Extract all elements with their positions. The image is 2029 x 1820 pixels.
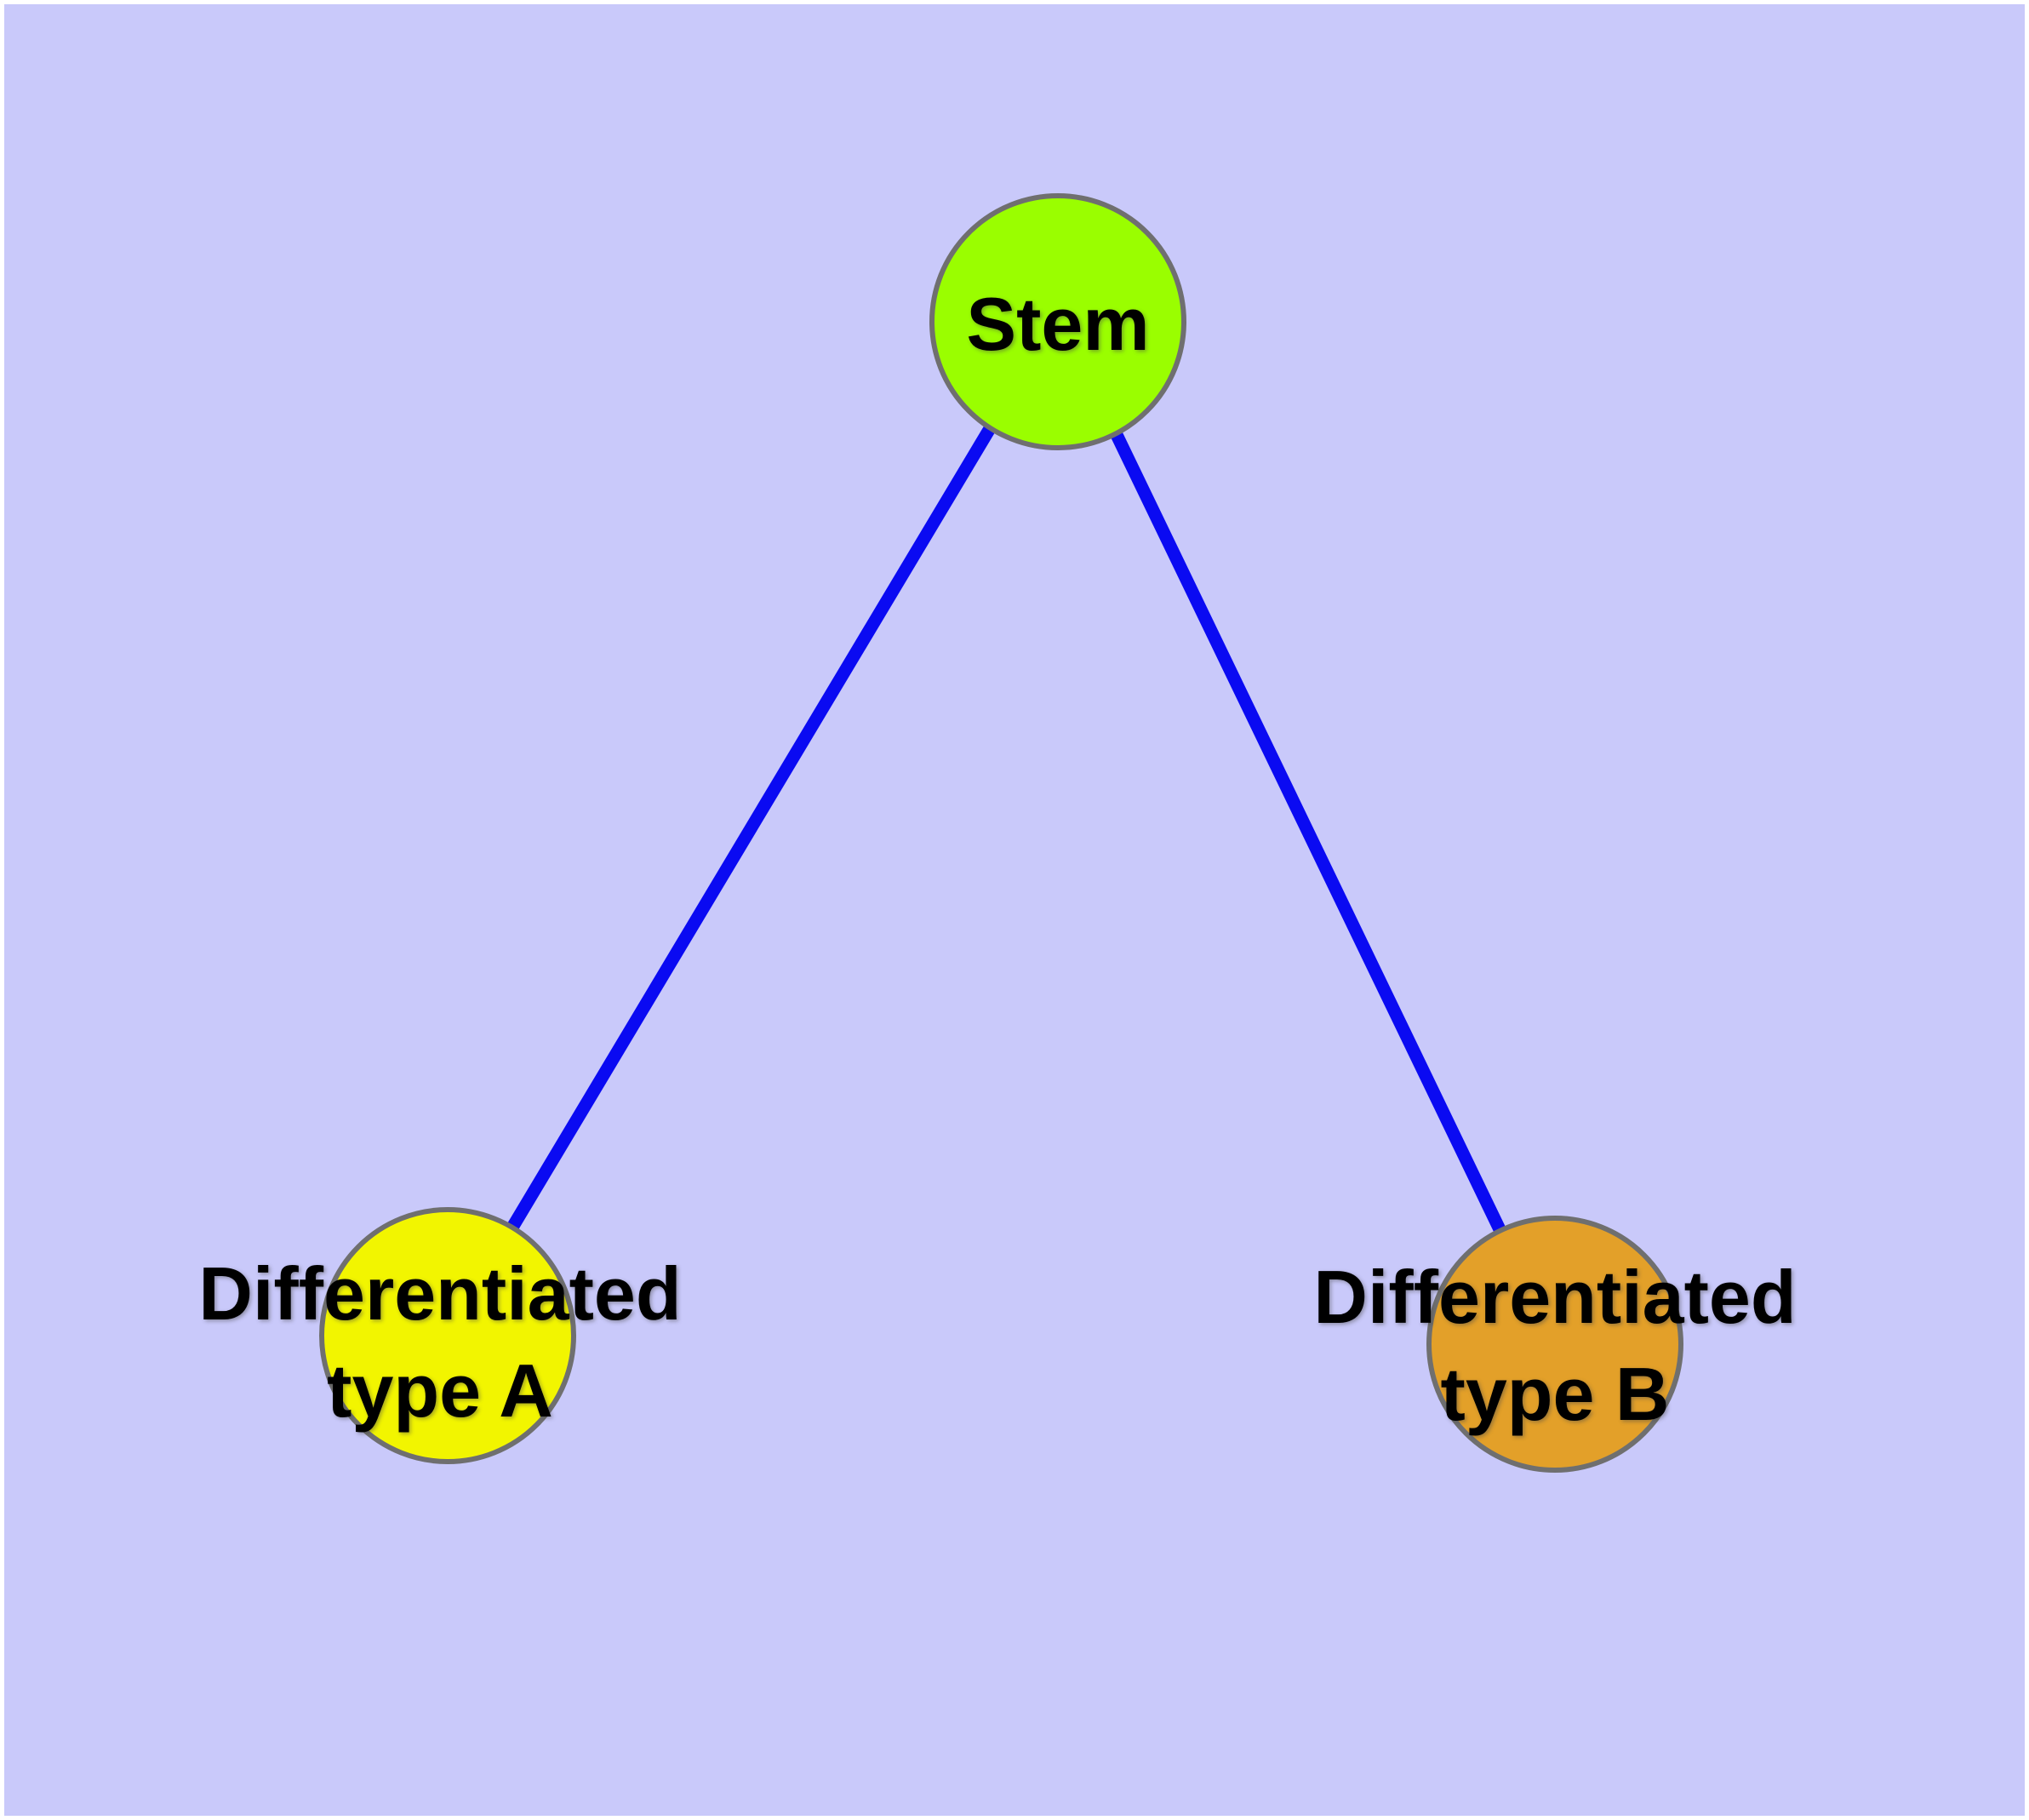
node-differentiated-type-b [1426, 1216, 1683, 1473]
node-differentiated-type-a [319, 1207, 576, 1464]
node-stem [929, 193, 1186, 450]
diagram-canvas: Stem Differentiated type A Differentiate… [4, 4, 2025, 1816]
edge-layer [442, 318, 1561, 1348]
edge-stem-to-type-b [1056, 318, 1561, 1348]
edge-stem-to-type-a [442, 318, 1060, 1339]
